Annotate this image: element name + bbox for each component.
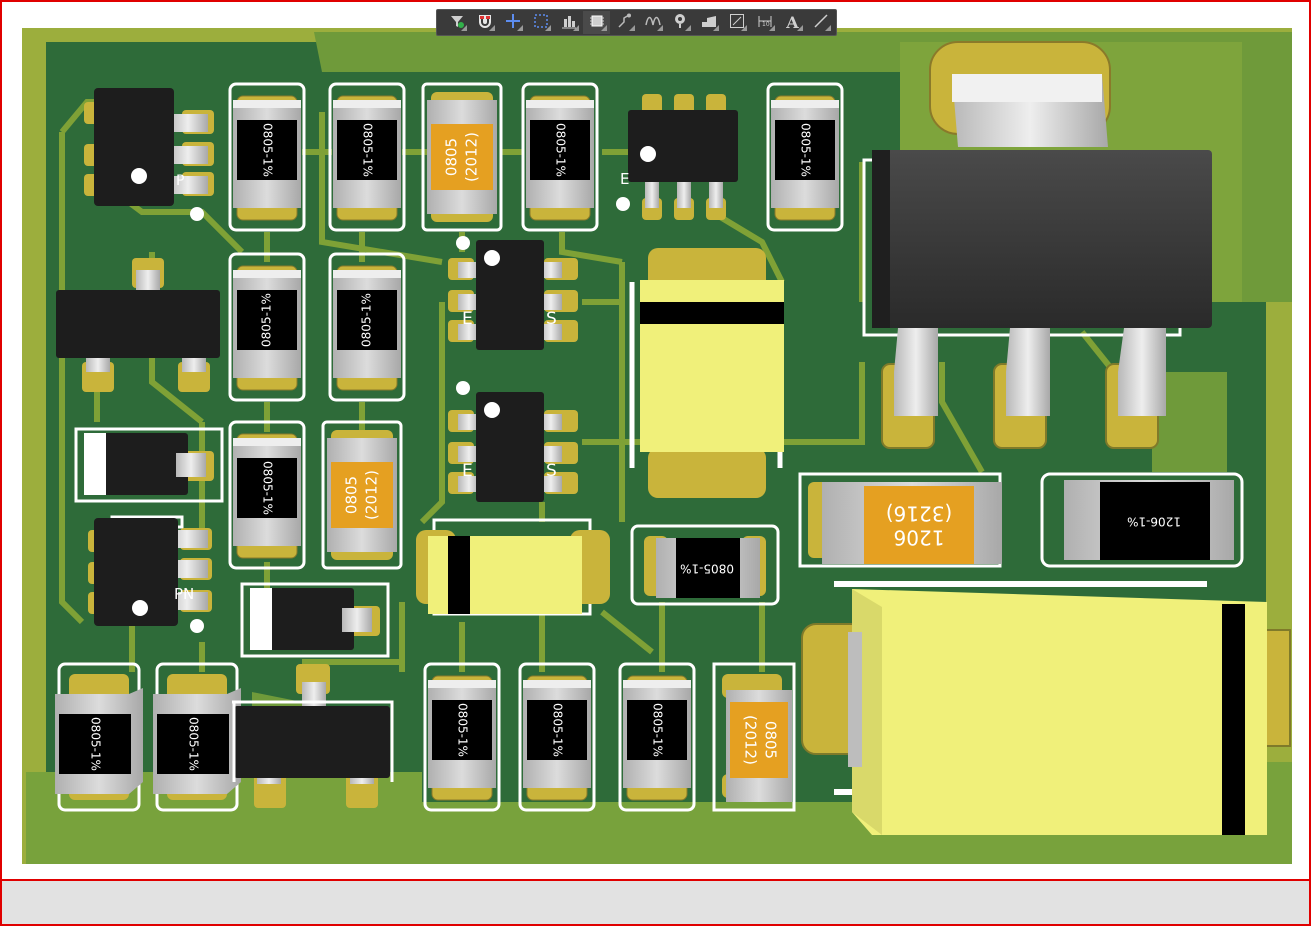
capacitor-1206[interactable]: 1206(3216) xyxy=(798,472,1002,568)
resistor-1206[interactable]: 1206-1% xyxy=(1040,472,1244,568)
filter-icon xyxy=(449,13,465,33)
polygon-icon xyxy=(701,13,717,33)
resistor-0805[interactable]: 0805-1% xyxy=(153,662,241,812)
resistor-0805[interactable]: 0805-1% xyxy=(228,420,306,570)
ic-sot23-5[interactable]: P xyxy=(84,88,214,206)
component-label: (2012) xyxy=(363,470,381,520)
component-label: 1206 xyxy=(894,526,945,550)
silk-label: S xyxy=(546,461,557,481)
capacitor-0805[interactable]: 0805(2012) xyxy=(421,82,503,232)
resistor-0805[interactable]: 0805-1% xyxy=(328,82,406,232)
resistor-0805[interactable]: 0805-1% xyxy=(328,252,406,402)
diode-sod123[interactable] xyxy=(74,427,224,503)
component-label: 0805-1% xyxy=(361,123,375,177)
tantalum-capacitor-small[interactable] xyxy=(416,518,610,616)
measure-icon xyxy=(729,13,745,33)
align-icon xyxy=(561,13,577,33)
component-label: 0805-1% xyxy=(651,703,665,757)
silk-label: E xyxy=(462,309,473,329)
component-layer: 0805-1% 0805-1% 0805-1% 0805-1% 0805-1% 0805-… xyxy=(55,82,1244,812)
resistor-0805[interactable]: 0805-1% xyxy=(630,524,780,606)
svg-text:10: 10 xyxy=(762,21,770,28)
resistor-0805[interactable]: 0805-1% xyxy=(618,662,696,812)
component-label: 1206-1% xyxy=(1127,515,1181,529)
regulator-body xyxy=(872,150,1212,328)
dimension-icon: 10 xyxy=(757,13,773,33)
filter-tool-button[interactable] xyxy=(443,11,470,34)
component-label: 0805-1% xyxy=(261,461,275,515)
ic-sot23-6[interactable]: E xyxy=(620,94,738,220)
route-button[interactable] xyxy=(611,11,638,34)
polygon-button[interactable] xyxy=(695,11,722,34)
component-label: 0805-1% xyxy=(456,703,470,757)
component-label: 0805 xyxy=(343,476,361,514)
component-label: 0805-1% xyxy=(554,123,568,177)
crosshair-icon xyxy=(505,13,521,33)
text-icon: A xyxy=(786,13,799,32)
resistor-0805[interactable]: 0805-1% xyxy=(766,82,844,232)
via-layer xyxy=(190,197,630,633)
select-rect-icon xyxy=(533,13,549,33)
component-label: 0805-1% xyxy=(799,123,813,177)
component-label: 0805 xyxy=(762,721,780,759)
silk-label: P xyxy=(176,173,184,189)
component-label: (2012) xyxy=(742,715,760,765)
resistor-0805[interactable]: 0805-1% xyxy=(228,82,306,232)
snap-tool-button[interactable] xyxy=(471,11,498,34)
resistor-0805[interactable]: 0805-1% xyxy=(521,82,599,232)
component-label: 0805-1% xyxy=(187,717,201,771)
diff-pair-button[interactable] xyxy=(639,11,666,34)
silk-label: E xyxy=(462,461,473,481)
capacitor-0805[interactable]: 0805(2012) xyxy=(321,420,403,570)
wave-icon xyxy=(644,13,661,33)
silk-label: PN xyxy=(174,585,194,603)
diode-sod123[interactable] xyxy=(240,582,390,658)
route-icon xyxy=(617,13,633,33)
resistor-0805[interactable]: 0805-1% xyxy=(518,662,596,812)
line-button[interactable] xyxy=(807,11,834,34)
tantalum-big-body xyxy=(852,589,1267,835)
line-icon xyxy=(813,13,829,33)
via-button[interactable] xyxy=(667,11,694,34)
capacitor-0805[interactable]: 0805(2012) xyxy=(712,662,796,812)
copper-pour-bottom xyxy=(26,762,1292,864)
align-button[interactable] xyxy=(555,11,582,34)
component-label: (2012) xyxy=(463,132,481,182)
resistor-0805[interactable]: 0805-1% xyxy=(423,662,501,812)
tantalum-big-polarity xyxy=(1222,604,1245,835)
silk-label: S xyxy=(546,309,557,329)
pcb-toolbar: 10 A xyxy=(436,9,837,36)
select-rect-button[interactable] xyxy=(527,11,554,34)
component-label: (3216) xyxy=(886,502,953,526)
component-button[interactable] xyxy=(583,11,610,34)
resistor-0805[interactable]: 0805-1% xyxy=(55,662,143,812)
ic-sot23-5[interactable]: PN xyxy=(88,515,212,626)
text-button[interactable]: A xyxy=(779,11,806,34)
component-label: 0805-1% xyxy=(261,123,275,177)
component-label: 0805-1% xyxy=(680,562,734,576)
dimension-button[interactable]: 10 xyxy=(751,11,778,34)
transistor-sot23[interactable] xyxy=(232,664,394,808)
pcb-3d-viewport[interactable]: 0805-1% 0805-1% 0805-1% 0805-1% 0805-1% 0805-… xyxy=(0,0,1311,881)
component-label: 0805-1% xyxy=(551,703,565,757)
component-label: 0805-1% xyxy=(89,717,103,771)
cross-probe-button[interactable] xyxy=(499,11,526,34)
status-strip xyxy=(0,881,1311,926)
transistor-sot23[interactable] xyxy=(56,258,220,392)
measure-button[interactable] xyxy=(723,11,750,34)
tantalum-capacitor[interactable] xyxy=(629,248,784,498)
regulator-pins xyxy=(881,328,1166,449)
component-label: 0805-1% xyxy=(360,293,374,347)
resistor-0805[interactable]: 0805-1% xyxy=(228,252,306,402)
component-label: 0805 xyxy=(443,138,461,176)
via-icon xyxy=(673,13,689,33)
silk-label: E xyxy=(620,170,629,188)
component-label: 0805-1% xyxy=(260,293,274,347)
chip-icon xyxy=(589,13,605,33)
magnet-icon xyxy=(477,13,493,33)
